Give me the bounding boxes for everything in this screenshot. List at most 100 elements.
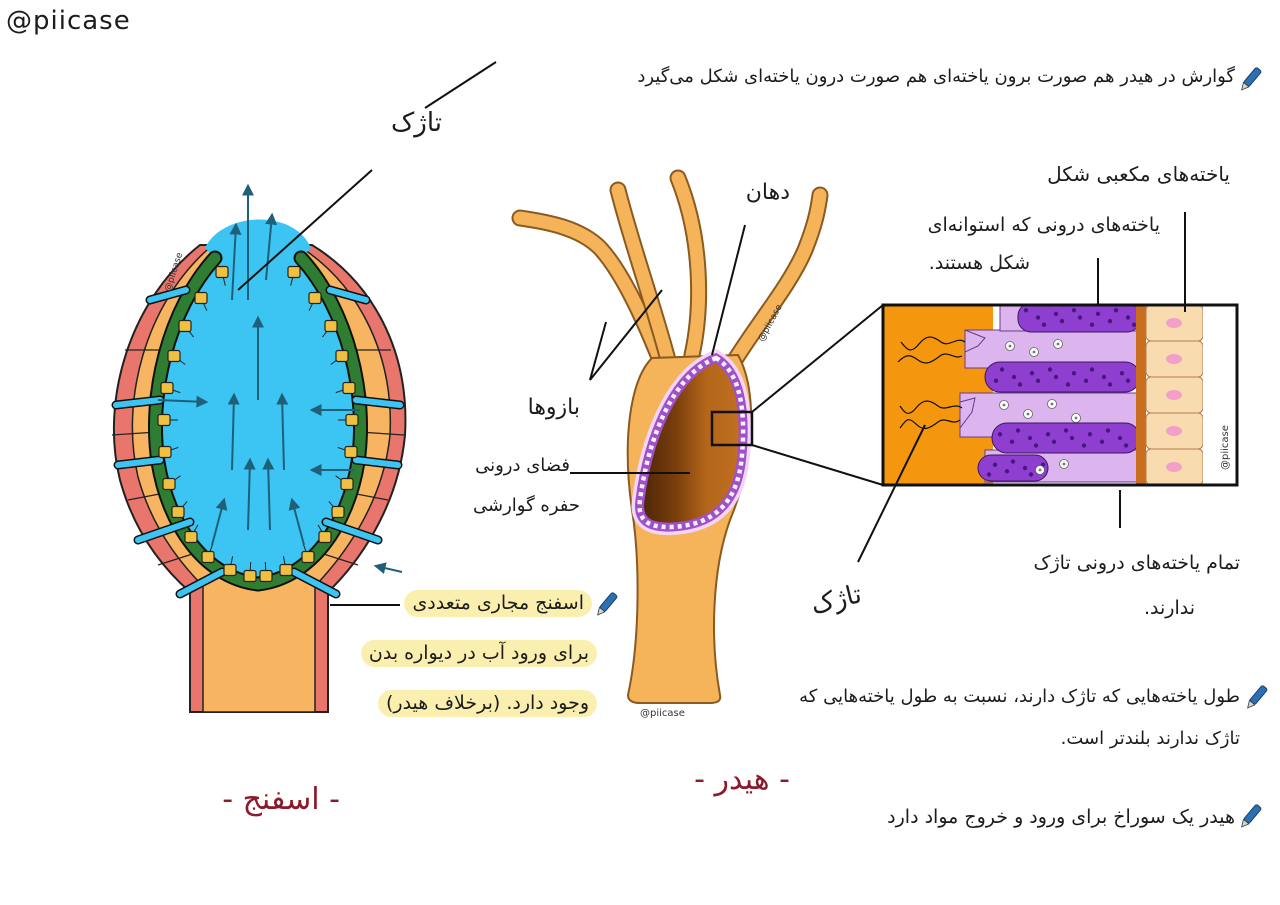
arrow-icon (288, 497, 305, 546)
pore-channel (177, 569, 225, 597)
collar-cell (318, 530, 332, 544)
sponge-note-line: وجود دارد. (برخلاف هیدر) (377, 690, 597, 717)
granule (1047, 367, 1053, 372)
pore-channel (115, 457, 163, 468)
pore-channel (323, 519, 381, 543)
collar-cell (287, 265, 301, 279)
flagellum (900, 336, 966, 351)
granule (1125, 378, 1131, 383)
zoom-content: @piicase (883, 305, 1237, 485)
granule (1107, 318, 1113, 324)
hydra-wall-zoom: @piicase (857, 212, 1239, 563)
zoom-frame (881, 303, 1239, 487)
granule (1107, 382, 1113, 387)
gland-cell (984, 361, 1141, 393)
sponge-drawing: @piicase (111, 61, 497, 713)
food-vacuoles (999, 339, 1081, 475)
tentacle (728, 188, 827, 367)
granules (986, 308, 1143, 477)
columnar-cells-label: یاخته‌های درونی که استوانه‌ای (927, 214, 1160, 236)
flagellated-cell-tip (964, 329, 986, 353)
cuboidal-cell-nucleus (1166, 354, 1182, 364)
granule (1131, 322, 1137, 327)
granule (986, 472, 992, 477)
zoom-margin (1203, 305, 1237, 485)
zoom-connector (751, 304, 884, 413)
length-note: تاژک ندارند بلندتر است. (1060, 728, 1240, 749)
food-vacuole-core (1008, 344, 1012, 348)
flagellum-leader-top (424, 61, 497, 109)
granule (1063, 428, 1069, 433)
granule (1069, 435, 1075, 441)
mouth-leader (711, 224, 746, 356)
granule (1053, 374, 1059, 380)
pen-icon (597, 592, 618, 616)
sponge-flagellum-label: تاژک (391, 108, 442, 138)
not-all-flagellated-label: ندارند. (1143, 597, 1195, 619)
sponge-title: - اسفنج - (222, 782, 340, 817)
granule (1011, 374, 1017, 380)
collar-cell (335, 349, 349, 363)
granule (1087, 432, 1093, 437)
length-note: طول یاخته‌هایی که تاژک دارند، نسبت به طو… (799, 686, 1240, 707)
pore-channel (291, 569, 339, 597)
arrow-icon (157, 395, 209, 408)
food-vacuole-core (1062, 462, 1066, 466)
arrow-icon (229, 222, 242, 301)
granule (1119, 371, 1125, 376)
hydra-flagellum-leader (857, 424, 926, 563)
flagellum-leader (237, 169, 373, 291)
pore-channel (135, 519, 193, 543)
zoom-watermark: @piicase (1220, 425, 1231, 470)
collar-cell (324, 319, 338, 333)
granule (1083, 378, 1089, 383)
cavity-label: حفره گوارشی (473, 495, 580, 516)
inner-cell-beads (637, 355, 746, 530)
cuboidal-cells (1145, 305, 1204, 485)
cuboidal-cell-nucleus (1166, 462, 1182, 472)
granule (1117, 435, 1123, 441)
cuboidal-cell-nucleus (1166, 390, 1182, 400)
granule (1033, 443, 1039, 448)
collar-cell (178, 319, 192, 333)
cuboidal-cell-nucleus (1166, 426, 1182, 436)
cuboidal-cells-label: یاخته‌های مکعبی شکل (1047, 162, 1230, 186)
collar-cell (342, 381, 356, 395)
granule (1004, 469, 1010, 474)
flagellum (897, 353, 963, 364)
granule (1023, 308, 1029, 313)
flagellum (899, 400, 963, 414)
arrow-icon (243, 457, 256, 531)
granule (1089, 322, 1095, 327)
arms-leader (589, 289, 663, 381)
digestion-note: گوارش در هیدر هم صورت برون یاخته‌ای هم ص… (637, 66, 1235, 87)
mouth-label: دهان (745, 180, 790, 205)
granule (1035, 378, 1041, 383)
granule (999, 367, 1005, 372)
granule (992, 462, 998, 467)
zoom-connector (751, 444, 884, 486)
food-vacuole-core (1032, 350, 1036, 354)
pore-channel (147, 287, 189, 303)
collar-cell (279, 563, 293, 577)
food-vacuole-core (1026, 412, 1030, 416)
collar-cell (331, 505, 345, 519)
granule (1051, 439, 1057, 444)
pen-icon (1241, 804, 1262, 828)
collar-cell (194, 291, 208, 305)
collar-cell (340, 477, 354, 491)
pore-channel (113, 397, 163, 408)
collar-cell (158, 445, 172, 459)
arms-leader (589, 321, 607, 381)
granule (1015, 428, 1021, 433)
collar-cell (301, 550, 315, 564)
arrow-icon (276, 392, 289, 471)
pore-channel (353, 457, 401, 468)
granule (1071, 308, 1077, 313)
hydra-drawing: @piicase @piicase (511, 169, 884, 719)
hydra-title: - هیدر - (694, 762, 790, 797)
granule (1077, 315, 1083, 320)
granule (1081, 443, 1087, 448)
food-vacuole-core (1056, 342, 1060, 346)
